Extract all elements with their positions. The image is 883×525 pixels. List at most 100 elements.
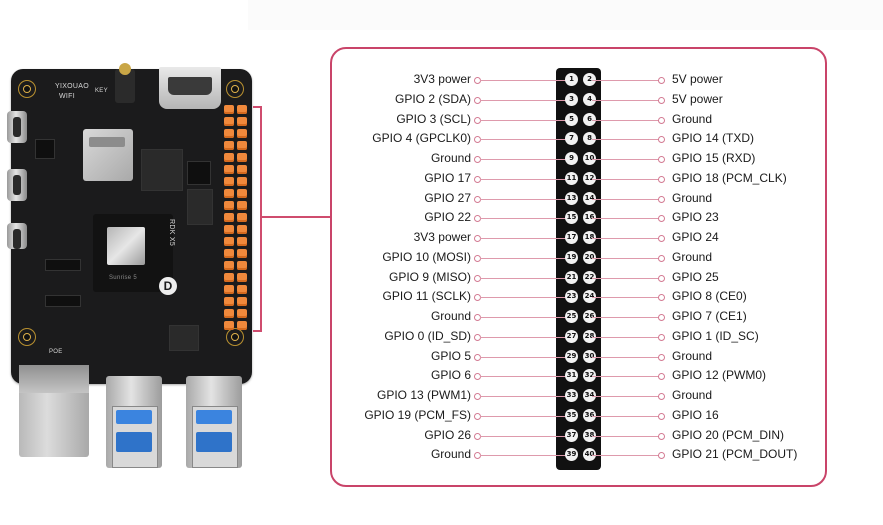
left-pin-wire <box>480 139 566 141</box>
right-pin-wire <box>592 139 660 141</box>
right-pin-marker-icon <box>658 353 665 361</box>
right-pin-number: 4 <box>583 92 596 106</box>
left-pin-wire <box>480 257 566 259</box>
right-pin-label: Ground <box>672 249 713 264</box>
silk-key: KEY <box>95 88 108 94</box>
right-pin-marker-icon <box>658 116 665 124</box>
left-pin-label: Ground <box>430 151 471 166</box>
usb-a-port <box>106 376 162 468</box>
left-pin-wire <box>480 218 566 220</box>
right-pin-number: 30 <box>583 349 596 363</box>
right-pin-wire <box>592 336 660 338</box>
silk-wifi: WIFI <box>59 93 75 100</box>
right-pin-label: GPIO 21 (PCM_DOUT) <box>672 447 798 462</box>
usb-a-port <box>186 376 242 468</box>
right-pin-marker-icon <box>658 136 665 144</box>
right-pin-label: GPIO 18 (PCM_CLK) <box>672 170 787 185</box>
silk-poe: POE <box>49 349 63 355</box>
pinout-row: GPIO 5 29 30 Ground <box>330 347 827 367</box>
soc-die <box>107 227 145 265</box>
pinout-row: 3V3 power 1 2 5V power <box>330 70 827 90</box>
right-pin-marker-icon <box>658 254 665 262</box>
left-pin-wire <box>480 198 566 200</box>
pinout-row: GPIO 27 13 14 Ground <box>330 189 827 209</box>
left-pin-label: 3V3 power <box>413 72 471 86</box>
left-pin-number: 3 <box>565 92 578 106</box>
right-pin-number: 22 <box>583 270 596 284</box>
right-pin-marker-icon <box>658 393 665 401</box>
right-pin-marker-icon <box>658 175 665 183</box>
right-pin-number: 20 <box>583 250 596 264</box>
right-pin-wire <box>592 415 660 417</box>
left-pin-number: 35 <box>565 408 578 422</box>
left-pin-number: 27 <box>565 329 578 343</box>
right-pin-number: 26 <box>583 310 596 324</box>
left-pin-number: 13 <box>565 191 578 205</box>
left-pin-label: GPIO 6 <box>430 368 471 383</box>
right-pin-number: 28 <box>583 329 596 343</box>
right-pin-label: GPIO 25 <box>672 269 719 284</box>
right-pin-wire <box>592 396 660 398</box>
left-pin-wire <box>480 178 566 180</box>
left-pin-number: 33 <box>565 389 578 403</box>
right-pin-label: 5V power <box>672 91 723 106</box>
silk-sunrise: Sunrise 5 <box>109 275 138 281</box>
left-pin-label: GPIO 17 <box>424 170 471 185</box>
pinout-row: GPIO 4 (GPCLK0) 7 8 GPIO 14 (TXD) <box>330 129 827 149</box>
right-pin-marker-icon <box>658 452 665 460</box>
right-pin-marker-icon <box>658 432 665 440</box>
left-pin-wire <box>480 119 566 121</box>
left-pin-number: 39 <box>565 448 578 462</box>
right-pin-marker-icon <box>658 314 665 322</box>
right-pin-number: 12 <box>583 171 596 185</box>
d-robotics-logo-icon: D <box>159 277 177 295</box>
chip <box>141 149 183 191</box>
header-connector-line <box>261 216 331 218</box>
right-pin-number: 14 <box>583 191 596 205</box>
pinout-row: Ground 25 26 GPIO 7 (CE1) <box>330 307 827 327</box>
left-pin-wire <box>480 238 566 240</box>
right-pin-marker-icon <box>658 195 665 203</box>
right-pin-label: GPIO 12 (PWM0) <box>672 368 767 383</box>
left-pin-number: 23 <box>565 290 578 304</box>
right-pin-number: 10 <box>583 152 596 166</box>
right-pin-wire <box>592 277 660 279</box>
right-pin-label: 5V power <box>672 72 723 86</box>
left-pin-label: GPIO 27 <box>424 190 471 205</box>
silk-rdk: RDK X5 <box>168 219 175 247</box>
chip <box>187 189 213 225</box>
audio-jack <box>115 63 135 103</box>
right-pin-wire <box>592 119 660 121</box>
left-pin-wire <box>480 99 566 101</box>
left-pin-number: 25 <box>565 310 578 324</box>
right-pin-wire <box>592 455 660 457</box>
left-pin-number: 1 <box>565 73 578 86</box>
pinout-row: GPIO 19 (PCM_FS) 35 36 GPIO 16 <box>330 406 827 426</box>
left-pin-wire <box>480 415 566 417</box>
left-pin-label: GPIO 22 <box>424 210 471 225</box>
right-pin-wire <box>592 257 660 259</box>
chip <box>187 161 211 185</box>
left-pin-label: GPIO 26 <box>424 427 471 442</box>
left-pin-number: 17 <box>565 231 578 245</box>
wifi-module <box>83 129 133 181</box>
right-pin-wire <box>592 297 660 299</box>
right-pin-number: 16 <box>583 211 596 225</box>
header-bracket <box>253 106 262 332</box>
right-pin-number: 6 <box>583 112 596 126</box>
right-pin-marker-icon <box>658 412 665 420</box>
right-pin-label: GPIO 24 <box>672 230 719 245</box>
left-pin-number: 7 <box>565 132 578 146</box>
poe-chip <box>169 325 199 351</box>
right-pin-wire <box>592 159 660 161</box>
left-pin-number: 29 <box>565 349 578 363</box>
right-pin-wire <box>592 99 660 101</box>
left-pin-wire <box>480 435 566 437</box>
left-pin-number: 15 <box>565 211 578 225</box>
right-pin-number: 2 <box>583 73 596 86</box>
right-pin-wire <box>592 376 660 378</box>
pinout-row: GPIO 13 (PWM1) 33 34 Ground <box>330 386 827 406</box>
right-pin-label: GPIO 8 (CE0) <box>672 289 747 304</box>
left-pin-wire <box>480 297 566 299</box>
right-pin-label: GPIO 15 (RXD) <box>672 151 756 166</box>
